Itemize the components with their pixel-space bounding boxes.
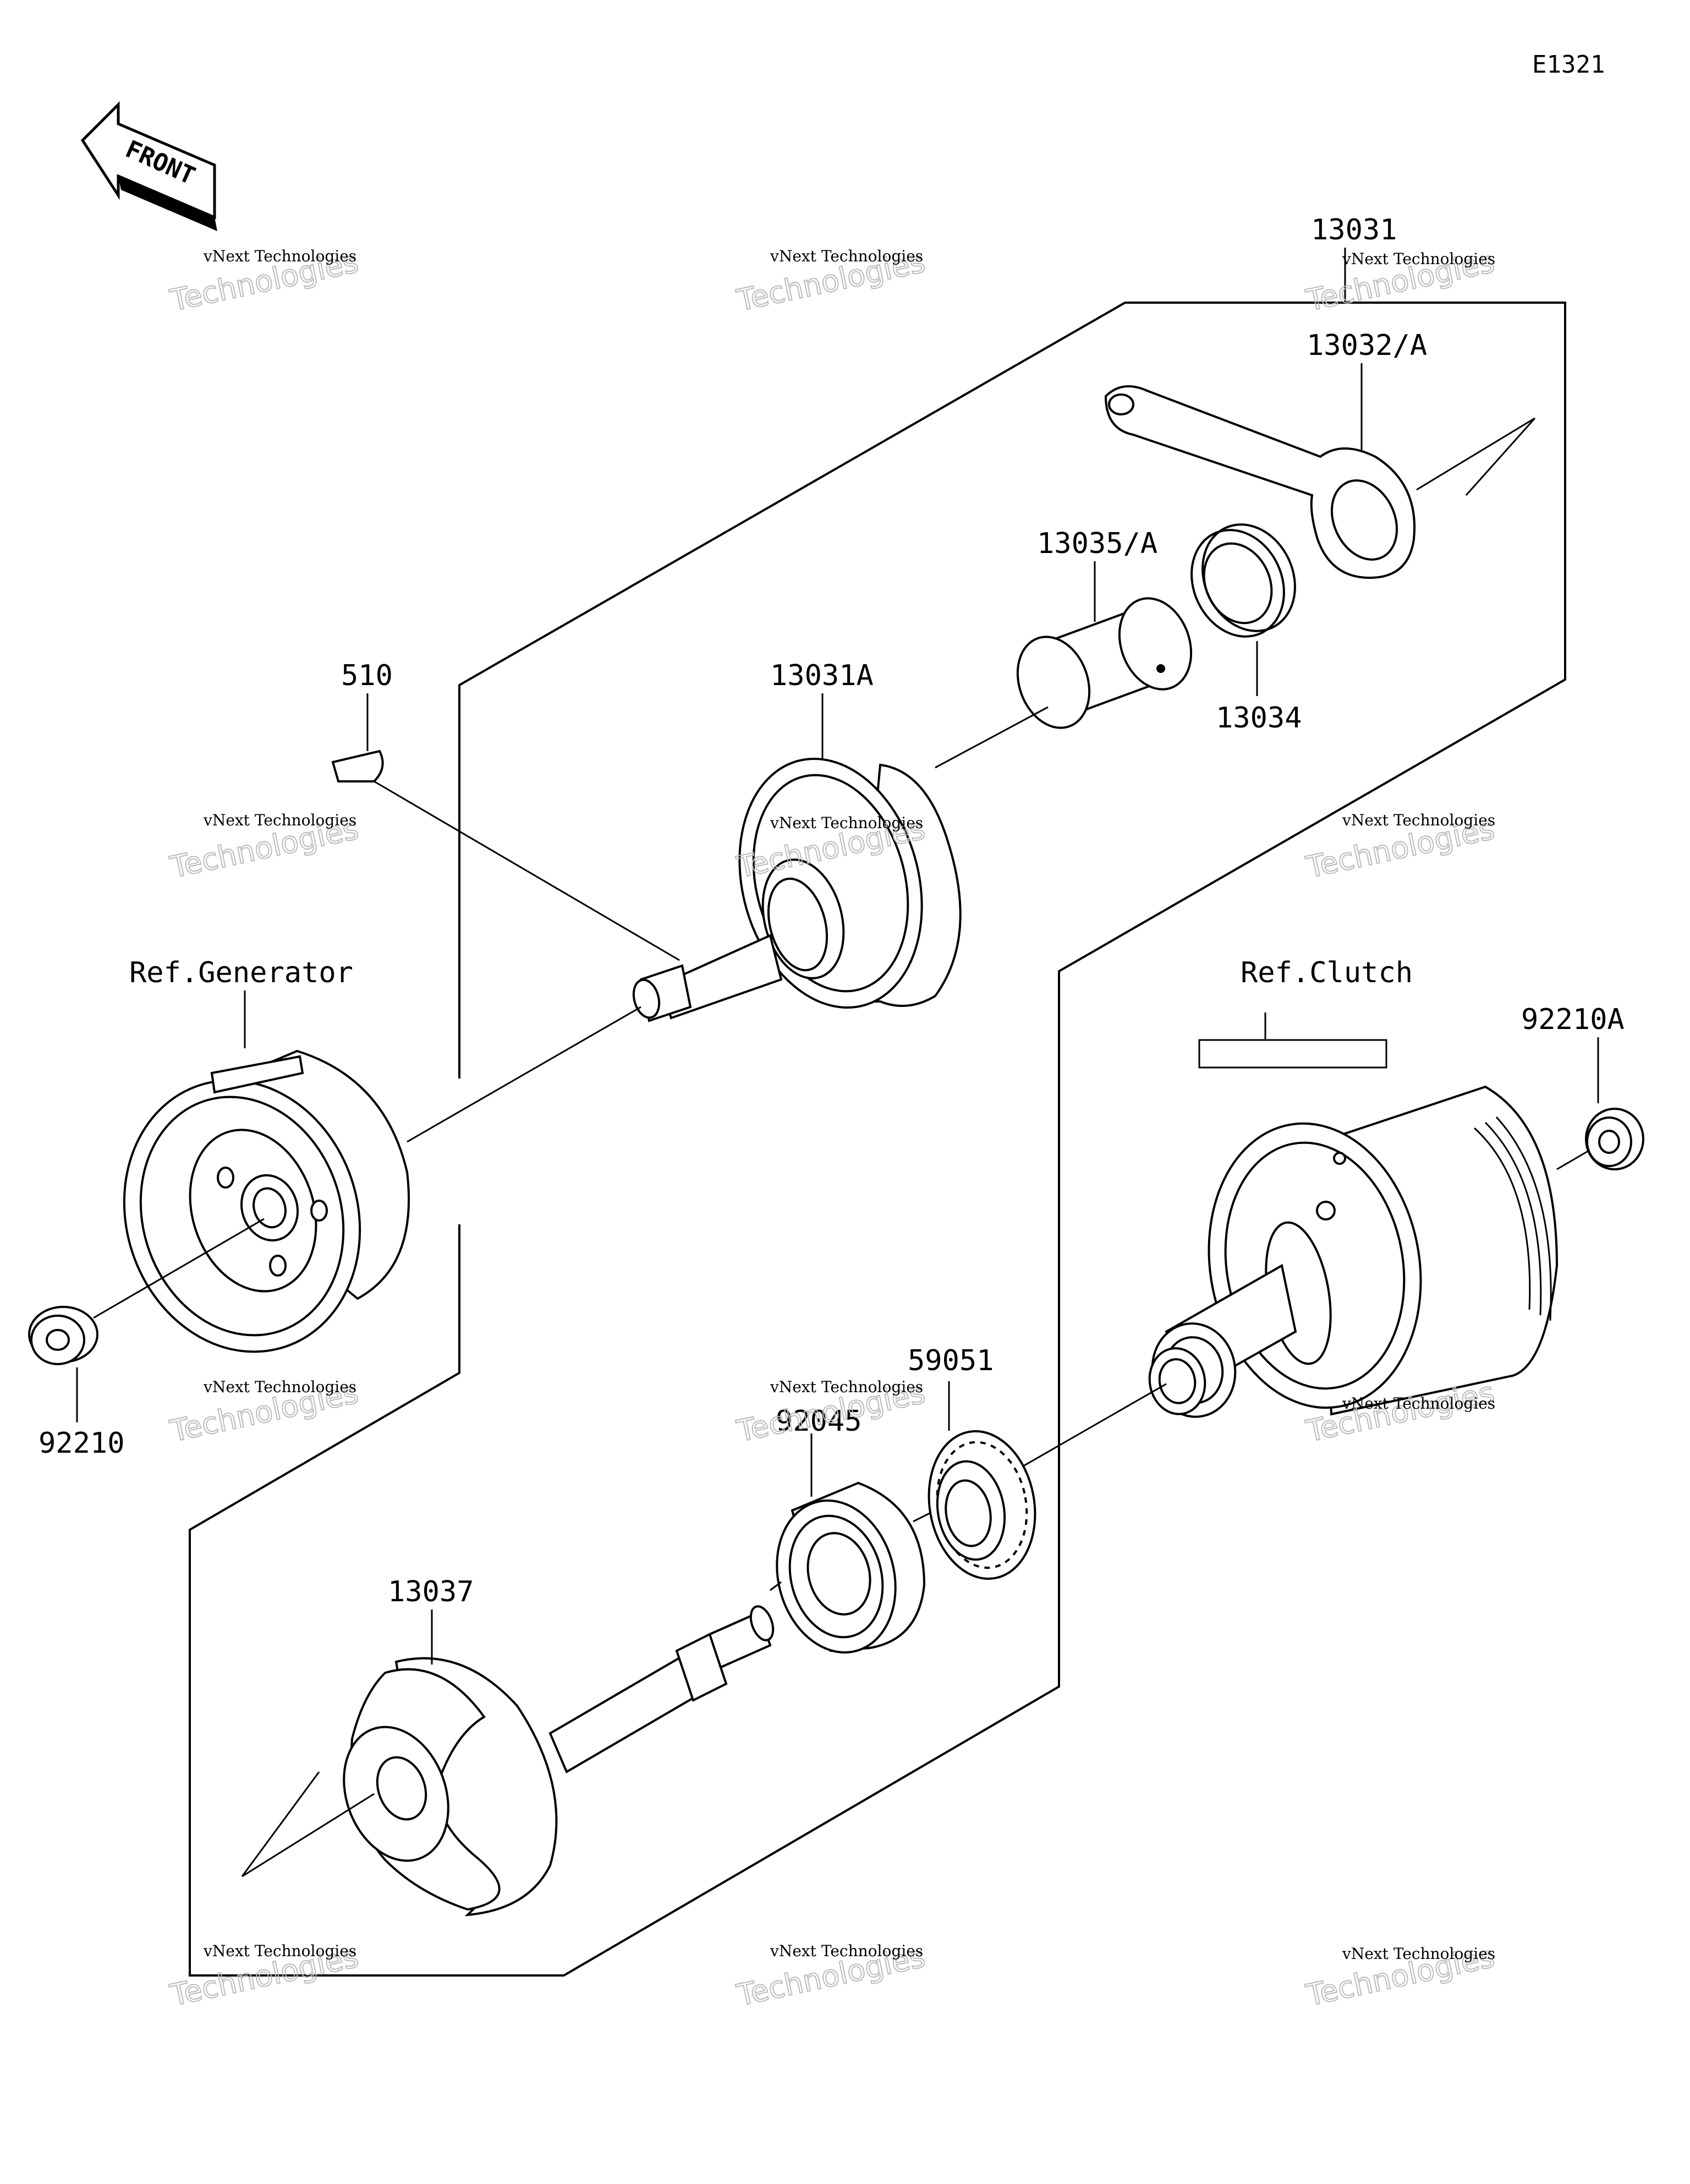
woodruff-key-510: [331, 749, 384, 782]
generator-rotor: [123, 1049, 410, 1353]
svg-text:vNext Technologies: vNext Technologies: [203, 1378, 356, 1396]
label-13032a: 13032/A: [1307, 329, 1427, 362]
label-13035a: 13035/A: [1037, 527, 1157, 560]
clutch-assembly: [1148, 1085, 1559, 1418]
crank-half-13037: [343, 1605, 775, 1917]
leader-13032a-arrow: [1416, 417, 1536, 496]
svg-text:vNext Technologies: vNext Technologies: [203, 1942, 356, 1960]
ball-bearing-92045: [776, 1481, 926, 1654]
label-59051: 59051: [908, 1344, 994, 1377]
leader-510-to-shaft: [374, 780, 680, 961]
svg-text:vNext Technologies: vNext Technologies: [1342, 1394, 1495, 1413]
label-92210a: 92210A: [1521, 1003, 1625, 1036]
connecting-rod-13032a: [1104, 385, 1416, 579]
leader-gear-to-bearing: [913, 1512, 930, 1523]
leader-clutch-to-gear: [1017, 1383, 1167, 1470]
crank-pin-13035a: [1016, 597, 1193, 729]
label-13037: 13037: [388, 1575, 474, 1608]
label-510: 510: [341, 659, 393, 692]
leader-13037-arrow: [241, 1771, 375, 1878]
label-13031a: 13031A: [770, 659, 874, 692]
svg-text:vNext Technologies: vNext Technologies: [203, 247, 356, 265]
label-ref-clutch: Ref.Clutch: [1241, 956, 1413, 989]
label-92210: 92210: [39, 1427, 125, 1460]
gear-59051: [928, 1430, 1036, 1580]
label-ref-generator: Ref.Generator: [129, 956, 353, 989]
svg-text:vNext Technologies: vNext Technologies: [1342, 250, 1495, 268]
crank-half-13031a: [632, 758, 962, 1022]
front-arrow-icon: FRONT: [80, 101, 217, 231]
leader-clutch-to-nut: [1556, 1149, 1590, 1170]
nut-92210a: [1585, 1108, 1644, 1170]
svg-text:vNext Technologies: vNext Technologies: [770, 814, 923, 832]
nut-92210: [28, 1306, 98, 1365]
diagram-code: E1321: [1532, 51, 1605, 79]
label-92045: 92045: [776, 1405, 862, 1438]
svg-text:vNext Technologies: vNext Technologies: [1342, 1945, 1495, 1963]
leader-bearing-to-crank: [770, 1581, 782, 1591]
leader-generator-to-nut: [93, 1218, 265, 1319]
assembly-bracket-line: [189, 302, 1566, 1977]
leader-pin-to-flywheel: [935, 706, 1049, 769]
label-13034: 13034: [1216, 702, 1302, 735]
svg-text:vNext Technologies: vNext Technologies: [770, 1942, 923, 1960]
leader-ref-clutch: [1198, 1012, 1387, 1069]
svg-text:vNext Technologies: vNext Technologies: [770, 1378, 923, 1396]
svg-text:vNext Technologies: vNext Technologies: [1342, 811, 1495, 829]
label-13031: 13031: [1311, 214, 1397, 247]
svg-text:vNext Technologies: vNext Technologies: [770, 247, 923, 265]
needle-bearing-13034: [1190, 523, 1296, 638]
svg-text:vNext Technologies: vNext Technologies: [203, 811, 356, 829]
leader-generator-to-shaft: [407, 1006, 641, 1143]
